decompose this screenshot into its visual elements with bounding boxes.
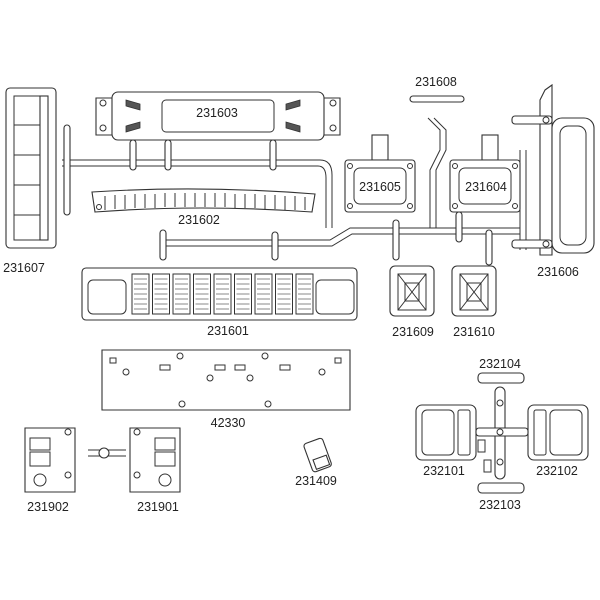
part-label-231609: 231609: [392, 325, 434, 339]
part-231901: [129, 427, 181, 493]
part-label-231607: 231607: [3, 261, 45, 275]
part-231606: [511, 83, 595, 256]
grille-slot: [254, 273, 273, 315]
part-231601: [81, 267, 358, 321]
part-231605: [344, 134, 416, 213]
grille-slot: [295, 273, 314, 315]
part-label-232101: 232101: [423, 464, 465, 478]
part-231603: [95, 91, 341, 141]
part-232103: [477, 482, 525, 494]
part-label-232104: 232104: [479, 357, 521, 371]
part-label-231604: 231604: [465, 180, 507, 194]
part-231608: [409, 95, 465, 103]
part-label-231605: 231605: [359, 180, 401, 194]
part-label-231902: 231902: [27, 500, 69, 514]
part-label-232102: 232102: [536, 464, 578, 478]
part-label-231602: 231602: [178, 213, 220, 227]
sprue-tree-small: [475, 386, 529, 480]
grille-slot: [213, 273, 232, 315]
part-label-231901: 231901: [137, 500, 179, 514]
part-232102: [527, 404, 589, 461]
grille-slot: [172, 273, 191, 315]
part-label-231603: 231603: [196, 106, 238, 120]
part-label-231606: 231606: [537, 265, 579, 279]
grille-slot: [234, 273, 252, 315]
part-label-231608: 231608: [415, 75, 457, 89]
part-label-231610: 231610: [453, 325, 495, 339]
part-label-231601: 231601: [207, 324, 249, 338]
part-231609: [389, 265, 435, 317]
part-231607: [5, 87, 57, 249]
part-label-232103: 232103: [479, 498, 521, 512]
grille-slot: [131, 273, 150, 315]
part-231902: [24, 427, 76, 493]
part-231604: [449, 134, 521, 213]
part-231602: [91, 188, 316, 213]
part-42330: [101, 349, 351, 411]
grille-slot: [152, 273, 170, 315]
grille-slot: [193, 273, 211, 315]
part-label-231409: 231409: [295, 474, 337, 488]
sprue-runner: [62, 117, 527, 266]
grille-slot: [275, 273, 293, 315]
part-label-42330: 42330: [210, 416, 246, 430]
part-231610: [451, 265, 497, 317]
part-232104: [477, 372, 525, 384]
part-231409: [303, 437, 332, 473]
part-232101: [415, 404, 477, 461]
part-connector: [88, 447, 126, 459]
